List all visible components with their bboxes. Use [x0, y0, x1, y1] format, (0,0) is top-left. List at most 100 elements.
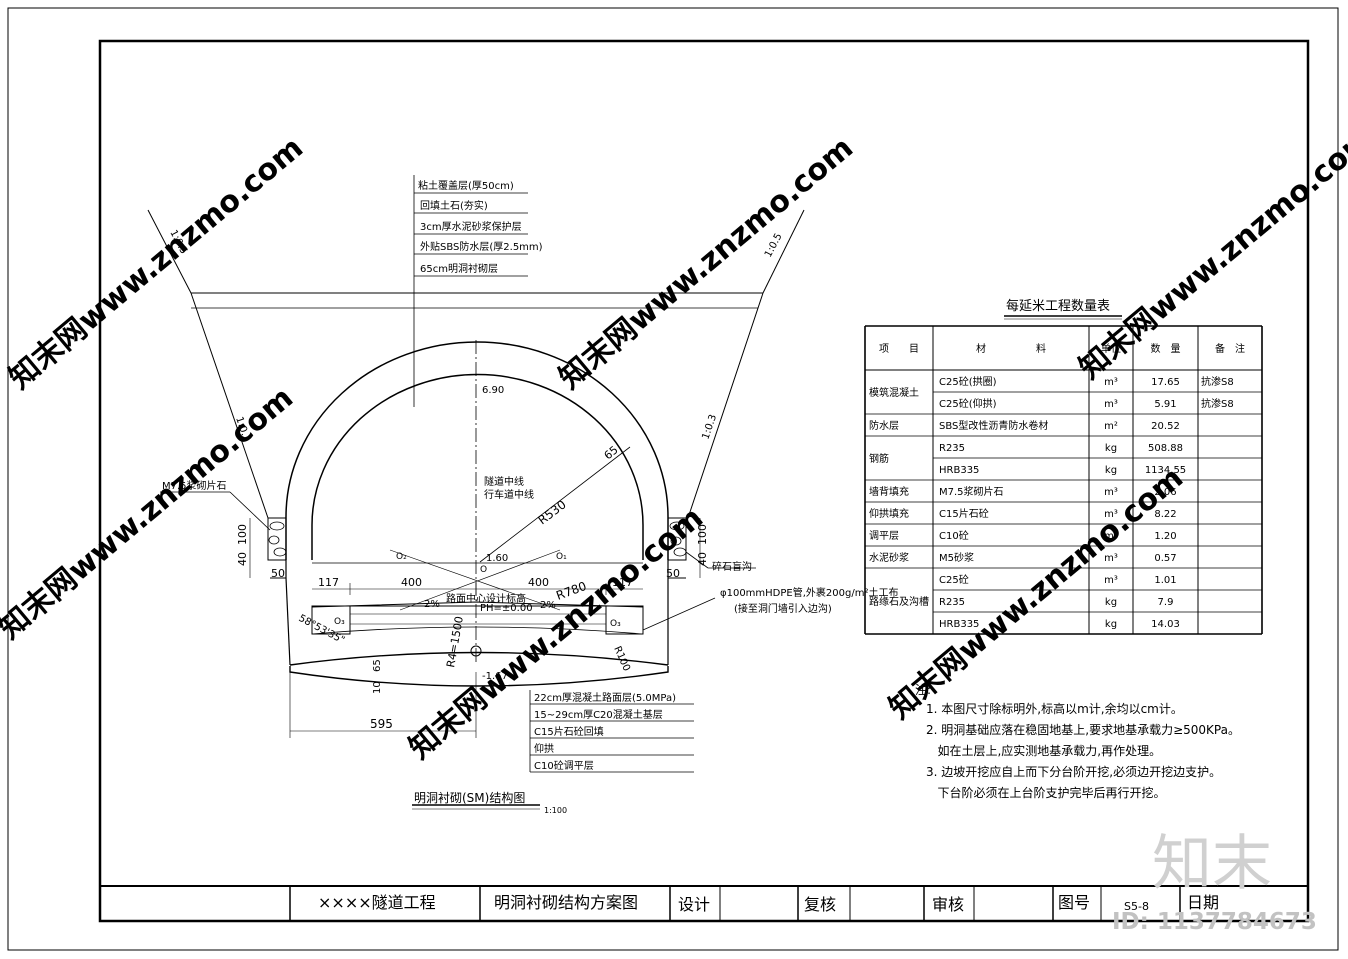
- dim-50-right: 50: [666, 567, 680, 580]
- center-o-bottom-right: O₃: [610, 619, 621, 629]
- table-qty-2: 20.52: [1151, 421, 1180, 432]
- watermark-text-2: 知末网www.znzmo.com: [553, 130, 860, 396]
- dim-40-left: 40: [236, 552, 249, 566]
- center-o-right: O₁: [556, 552, 567, 562]
- table-material-6: C15片石砼: [939, 507, 989, 520]
- drawing-no-label: 图号: [1058, 893, 1090, 912]
- radius-main: R530: [535, 497, 568, 527]
- table-item-7: 调平层: [869, 530, 899, 542]
- drawing-scale: 1:100: [544, 806, 567, 815]
- table-title: 每延米工程数量表: [1006, 298, 1110, 314]
- table-qty-5: 2.06: [1154, 487, 1176, 498]
- note-line-2: 2. 明洞基础应落在稳固地基上,要求地基承载力≥500KPa。: [926, 722, 1240, 737]
- road-design-label: 路面中心设计标高: [446, 592, 526, 605]
- layer-bottom-3: C15片石砼回填: [534, 725, 604, 738]
- table-material-10: R235: [939, 597, 965, 608]
- date-label: 日期: [1187, 893, 1219, 912]
- table-unit-4: kg: [1105, 465, 1117, 476]
- table-material-9: C25砼: [939, 573, 969, 586]
- table-qty-1: 5.91: [1154, 399, 1176, 410]
- left-fill-label: M7.5浆砌片石: [162, 479, 227, 492]
- road-pm-label: PH=±0.00: [480, 603, 533, 614]
- center-o: O: [480, 565, 487, 575]
- elev-invert: -1.67: [482, 671, 508, 682]
- table-item-6: 仰拱填充: [869, 507, 909, 520]
- note-line-1: 1. 本图尺寸除标明外,标高以m计,余均以cm计。: [926, 701, 1183, 716]
- note-line-5: 下台阶必须在上台阶支护完毕后再行开挖。: [926, 785, 1165, 800]
- table-unit-1: m³: [1104, 399, 1118, 410]
- dim-40-right: 40: [696, 552, 709, 566]
- centerline-label-2: 行车道中线: [484, 488, 534, 501]
- notes-block: 注: 1. 本图尺寸除标明外,标高以m计,余均以cm计。 2. 明洞基础应落在稳…: [915, 682, 1240, 800]
- dim-100-left: 100: [236, 524, 249, 545]
- table-header-1: 材 料: [976, 342, 1046, 355]
- project-name: ××××隧道工程: [318, 893, 436, 912]
- pipe-label: φ100mmHDPE管,外裹200g/m²土工布: [720, 586, 898, 599]
- id-watermark: ID: 1137784673: [1112, 909, 1317, 935]
- note-line-3: 如在土层上,应实测地基承载力,再作处理。: [926, 743, 1161, 758]
- table-material-1: C25砼(仰拱): [939, 397, 997, 410]
- slope-right-lower: 1:0.3: [700, 413, 719, 441]
- sheet-inner-border: [98, 39, 1310, 923]
- table-material-8: M5砂浆: [939, 551, 974, 564]
- watermark-text-1: 知末网www.znzmo.com: [3, 130, 310, 396]
- table-material-7: C10砼: [939, 529, 969, 542]
- table-qty-9: 1.01: [1154, 575, 1176, 586]
- audit-label: 审核: [932, 895, 964, 914]
- drawing-name: 明洞衬砌结构方案图: [494, 893, 638, 912]
- layer-bottom-5: C10砼调平层: [534, 759, 594, 772]
- drawing-title: 明洞衬砌(SM)结构图: [414, 790, 525, 805]
- dim-117-right: 117: [612, 576, 633, 589]
- table-item-8: 水泥砂浆: [869, 551, 909, 564]
- layer-top-5: 65cm明洞衬砌层: [420, 262, 498, 275]
- table-unit-7: m³: [1104, 531, 1118, 542]
- table-item-3: 钢筋: [869, 452, 889, 465]
- review-label: 复核: [804, 895, 836, 914]
- table-qty-10: 7.9: [1158, 597, 1174, 608]
- slope-2-right: 2%: [540, 600, 556, 611]
- quantity-table: 每延米工程数量表 项 目材 料单位数 量备 注模筑混凝土防水层钢筋墙背填充仰拱填…: [864, 298, 1263, 635]
- table-grid: [864, 325, 1263, 635]
- table-unit-2: m²: [1104, 421, 1118, 432]
- layer-top-3: 3cm厚水泥砂浆保护层: [420, 220, 522, 233]
- center-o-left: O₂: [396, 552, 407, 562]
- dim-595: 595: [370, 717, 393, 731]
- table-note-1: 抗渗S8: [1201, 397, 1234, 410]
- table-qty-3: 508.88: [1148, 443, 1183, 454]
- table-qty-8: 0.57: [1154, 553, 1176, 564]
- sheet-outer-border: [7, 7, 1339, 951]
- table-material-0: C25砼(拱圈): [939, 375, 997, 388]
- right-drain-label: 碎石盲沟: [712, 560, 752, 573]
- table-unit-3: kg: [1105, 443, 1117, 454]
- layer-top-2: 回填土石(夯实): [420, 199, 488, 212]
- dim-400-right: 400: [528, 576, 549, 589]
- table-cells: 项 目材 料单位数 量备 注模筑混凝土防水层钢筋墙背填充仰拱填充调平层水泥砂浆路…: [869, 342, 1245, 630]
- center-o-bottom-left: O₃: [334, 617, 345, 627]
- watermark-text-4: 知末网www.znzmo.com: [0, 380, 300, 646]
- table-item-5: 墙背填充: [869, 485, 909, 498]
- table-unit-8: m³: [1104, 553, 1118, 564]
- table-unit-0: m³: [1104, 377, 1118, 388]
- dim-100-right: 100: [696, 524, 709, 545]
- table-unit-9: m³: [1104, 575, 1118, 586]
- table-qty-11: 14.03: [1151, 619, 1180, 630]
- layer-bottom-1: 22cm厚混凝土路面层(5.0MPa): [534, 691, 676, 704]
- watermark-layer: 知末网www.znzmo.com 知末网www.znzmo.com 知末网www…: [0, 120, 1348, 766]
- dim-50-left: 50: [271, 567, 285, 580]
- drawing-no: S5-8: [1124, 900, 1149, 913]
- elev-top: 6.90: [482, 385, 504, 396]
- note-line-4: 3. 边坡开挖应自上而下分台阶开挖,必须边开挖边支护。: [926, 764, 1221, 779]
- table-material-2: SBS型改性沥青防水卷材: [939, 419, 1048, 432]
- table-header-2: 单位: [1101, 342, 1121, 355]
- table-material-5: M7.5浆砌片石: [939, 485, 1004, 498]
- table-unit-11: kg: [1105, 619, 1117, 630]
- slope-2-left: 2%: [424, 599, 440, 610]
- dim-117-left: 117: [318, 576, 339, 589]
- table-unit-10: kg: [1105, 597, 1117, 608]
- layer-bottom-2: 15~29cm厚C20混凝土基层: [534, 708, 663, 721]
- title-block: ××××隧道工程 明洞衬砌结构方案图 设计 复核 审核 图号 S5-8 日期: [100, 885, 1308, 921]
- table-item-9: 路缘石及沟槽: [869, 595, 929, 608]
- notes-title: 注:: [915, 682, 931, 697]
- dim-65-bottom: 65: [372, 659, 383, 672]
